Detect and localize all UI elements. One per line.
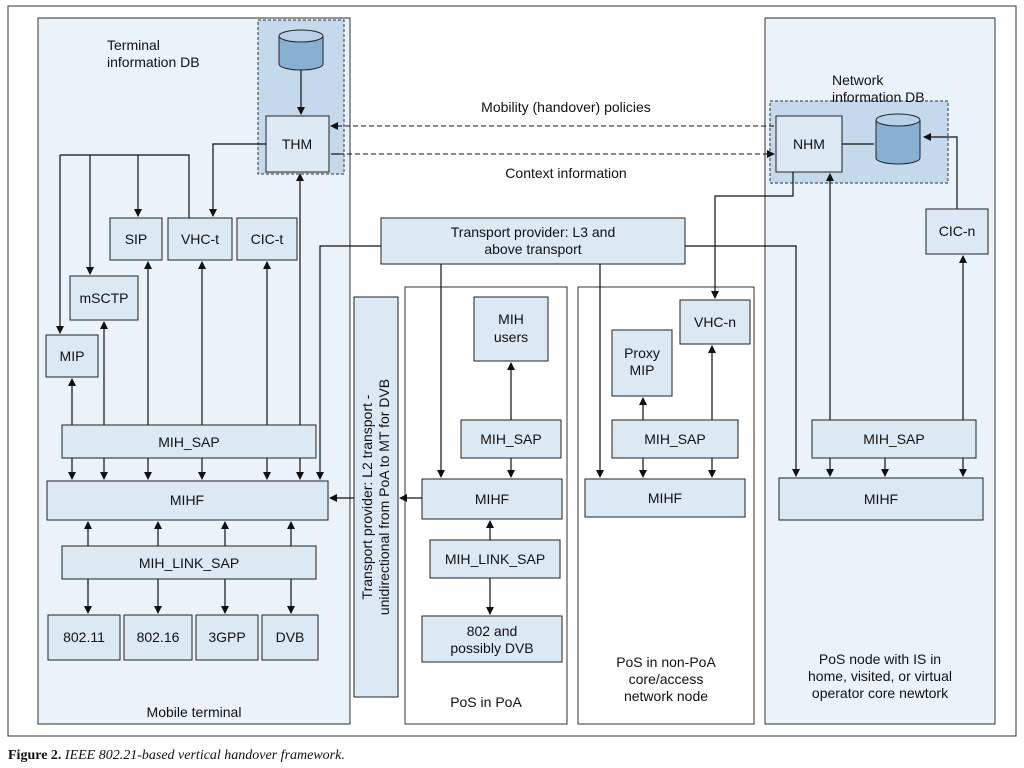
link-3gpp-label: 3GPP — [208, 629, 245, 645]
terminal-db-cylinder-icon — [278, 29, 324, 71]
pos-non-poa-line1: PoS in non-PoA — [616, 654, 716, 670]
terminal-db-label-line1: Terminal — [107, 37, 160, 53]
nonpoa-mih-sap-label: MIH_SAP — [644, 431, 705, 447]
is-mihf-label: MIHF — [864, 491, 898, 507]
link-802-dvb-line2: possibly DVB — [450, 640, 533, 656]
poa-mih-link-sap-label: MIH_LINK_SAP — [445, 551, 545, 567]
pos-is-line3: operator core newtork — [812, 685, 949, 701]
poa-mihf-label: MIHF — [475, 491, 509, 507]
l2-transport-label: Transport provider: L2 transport - unidi… — [359, 379, 392, 615]
poa-mih-sap-label: MIH_SAP — [480, 431, 541, 447]
poa-mih-sap-box — [460, 419, 562, 459]
mih-users-line1: MIH — [498, 311, 524, 327]
l3-transport-line1: Transport provider: L3 and — [451, 224, 615, 240]
link-802-16-box — [123, 614, 193, 661]
nonpoa-mihf-label: MIHF — [648, 490, 682, 506]
caption-label: Figure 2. — [8, 748, 61, 763]
sip-box — [109, 217, 163, 261]
l2-transport-line2: unidirectional from PoA to MT for DVB — [376, 379, 392, 615]
is-mih-sap-label: MIH_SAP — [863, 431, 924, 447]
thm-box — [265, 115, 330, 173]
pos-non-poa-line3: network node — [624, 688, 708, 704]
context-flow-label: Context information — [505, 165, 626, 181]
vhc-t-label: VHC-t — [181, 231, 219, 247]
nonpoa-mihf-box — [584, 478, 746, 518]
pos-non-poa-line2: core/access — [629, 671, 704, 687]
proxy-mip-line1: Proxy — [624, 345, 660, 361]
policies-flow-label: Mobility (handover) policies — [481, 99, 651, 115]
cic-t-box — [236, 217, 298, 261]
figure-caption: Figure 2. IEEE 802.21-based vertical han… — [8, 748, 345, 763]
link-802-dvb-box — [421, 615, 563, 663]
vhc-n-label: VHC-n — [694, 314, 736, 330]
proxy-mip-box — [611, 329, 673, 397]
link-802-11-box — [47, 614, 121, 661]
vhc-n-box — [679, 299, 751, 345]
network-db-cylinder-icon — [875, 113, 921, 165]
link-802-11-label: 802.11 — [63, 629, 105, 645]
proxy-mip-line2: MIP — [630, 362, 655, 378]
network-db-label-line1: Network — [832, 72, 884, 88]
l3-transport-box — [380, 217, 686, 265]
cic-t-label: CIC-t — [251, 231, 284, 247]
link-802-dvb-line1: 802 and — [467, 623, 518, 639]
mih-users-line2: users — [494, 329, 528, 345]
link-802-16-label: 802.16 — [137, 629, 180, 645]
is-mihf-box — [778, 477, 984, 521]
pos-is-line2: home, visited, or virtual — [808, 668, 952, 684]
l2-transport-box — [353, 296, 399, 698]
mt-mih-link-sap-box — [61, 545, 317, 580]
mip-box — [45, 334, 99, 378]
mt-mih-link-sap-label: MIH_LINK_SAP — [139, 555, 239, 571]
mt-mih-sap-label: MIH_SAP — [158, 434, 219, 450]
cic-n-box — [925, 208, 989, 255]
msctp-box — [69, 275, 139, 321]
mih-users-box — [473, 296, 549, 362]
mt-mihf-label: MIHF — [170, 492, 204, 508]
terminal-db-label-line2: information DB — [107, 54, 200, 70]
vhc-t-box — [167, 217, 233, 261]
network-db-label-line2: information DB — [832, 89, 925, 105]
mt-mih-sap-box — [61, 424, 317, 459]
thm-label: THM — [282, 136, 312, 152]
nonpoa-mih-sap-box — [611, 419, 739, 459]
pos-in-poa-label: PoS in PoA — [450, 694, 522, 710]
link-3gpp-box — [195, 614, 259, 661]
poa-mih-link-sap-box — [429, 539, 561, 579]
mip-label: MIP — [60, 348, 85, 364]
sip-label: SIP — [125, 231, 148, 247]
cic-n-label: CIC-n — [939, 223, 976, 239]
l2-transport-line1: Transport provider: L2 transport - — [359, 394, 375, 599]
msctp-label: mSCTP — [80, 290, 129, 306]
pos-is-line1: PoS node with IS in — [819, 651, 941, 667]
l3-transport-line2: above transport — [484, 241, 581, 257]
nhm-box — [775, 115, 843, 173]
mobile-terminal-label: Mobile terminal — [147, 704, 242, 720]
poa-mihf-box — [421, 478, 563, 520]
caption-text: IEEE 802.21-based vertical handover fram… — [64, 748, 345, 763]
link-dvb-box — [261, 614, 319, 661]
is-mih-sap-box — [811, 419, 977, 459]
mt-mihf-box — [46, 480, 329, 521]
nhm-label: NHM — [793, 136, 825, 152]
link-dvb-label: DVB — [276, 629, 305, 645]
